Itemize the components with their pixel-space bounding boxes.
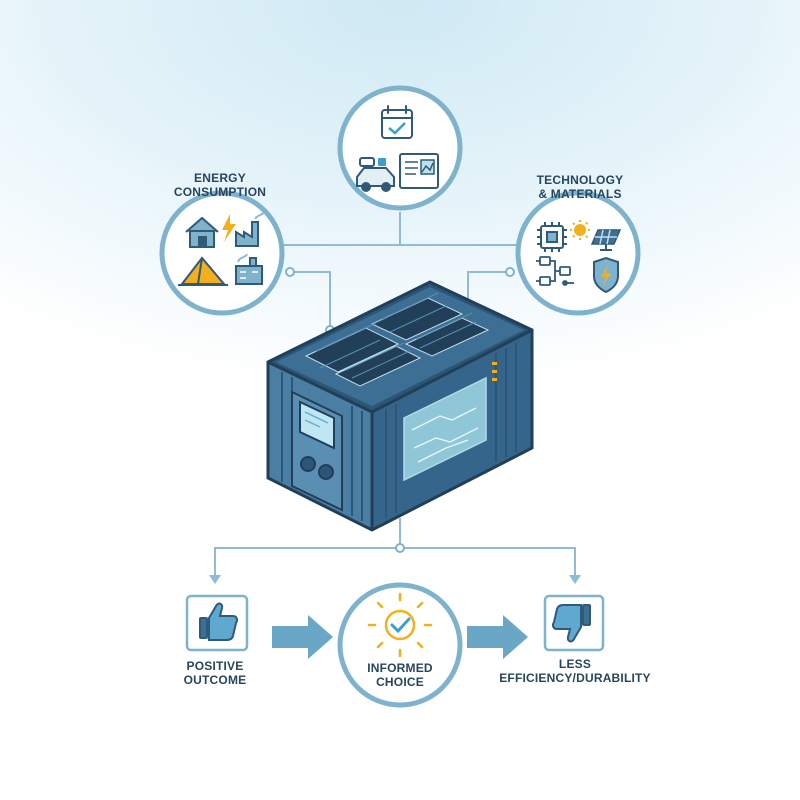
- positive-line-1: POSITIVE: [186, 659, 244, 673]
- tech-line-2: & MATERIALS: [538, 187, 622, 201]
- thumbs-up-icon: [199, 602, 238, 641]
- thumbs-up-box: [185, 594, 249, 652]
- thumbs-down-box: [543, 594, 605, 652]
- positive-line-2: OUTCOME: [183, 673, 247, 687]
- tent-icon: [178, 256, 228, 286]
- container-solar-panels: [304, 292, 490, 387]
- circle-technology-materials: [515, 190, 641, 316]
- less-line-2: EFFICIENCY/DURABILITY: [499, 671, 651, 685]
- circle-energy-consumption: [159, 190, 285, 316]
- energy-line-1: ENERGY: [194, 171, 246, 185]
- informed-line-2: CHOICE: [376, 675, 424, 689]
- factory-icon: [235, 211, 265, 247]
- tech-line-1: TECHNOLOGY: [536, 173, 624, 187]
- house-icon: [185, 216, 219, 248]
- circle-top: [337, 85, 463, 211]
- shield-bolt-icon: [593, 256, 619, 294]
- solar-panel-icon: [590, 229, 622, 251]
- chip-icon: [537, 222, 567, 252]
- arrow-right-icon-2: [467, 615, 528, 659]
- lightning-icon: [222, 214, 236, 242]
- down-arrowheads: [209, 575, 581, 584]
- label-informed-choice: INFORMED CHOICE: [340, 661, 460, 689]
- label-less-efficiency: LESS EFFICIENCY/DURABILITY: [480, 657, 670, 685]
- calendar-check-icon: [381, 105, 413, 139]
- sun-check-icon: [367, 592, 433, 658]
- industrial-plant-icon: [235, 253, 263, 285]
- thumbs-down-icon: [552, 604, 591, 643]
- storage-container: [266, 280, 534, 532]
- connector-lines: [214, 212, 576, 575]
- less-line-1: LESS: [558, 657, 592, 671]
- car-icon: [356, 157, 395, 192]
- arrow-right-icon: [272, 615, 333, 659]
- informed-line-1: INFORMED: [367, 661, 433, 675]
- label-technology-materials: TECHNOLOGY & MATERIALS: [510, 173, 650, 201]
- document-chart-icon: [399, 153, 439, 189]
- circle-informed-choice: [337, 582, 463, 708]
- sun-icon: [570, 220, 590, 240]
- energy-line-2: CONSUMPTION: [173, 185, 267, 199]
- label-positive-outcome: POSITIVE OUTCOME: [150, 659, 280, 687]
- circuit-diagram-icon: [536, 256, 574, 286]
- label-energy-consumption: ENERGY CONSUMPTION: [150, 171, 290, 199]
